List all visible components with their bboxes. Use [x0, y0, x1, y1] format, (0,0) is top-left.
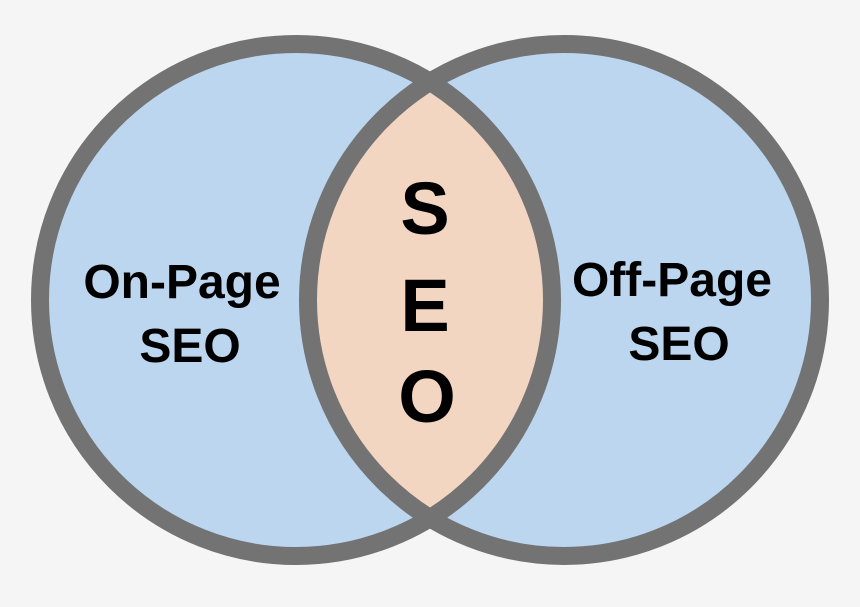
intersection-letter-o: O [398, 355, 456, 438]
right-circle-label-line1: Off-Page [572, 254, 772, 307]
intersection-letter-s: S [400, 167, 449, 250]
left-circle-label-line1: On-Page [83, 256, 280, 309]
left-circle-outline [31, 35, 561, 565]
intersection-letter-e: E [400, 264, 449, 347]
left-circle-label-line2: SEO [139, 320, 240, 373]
intersection-region [308, 44, 552, 556]
right-circle-outline [299, 35, 829, 565]
right-circle-label-line2: SEO [628, 318, 729, 371]
